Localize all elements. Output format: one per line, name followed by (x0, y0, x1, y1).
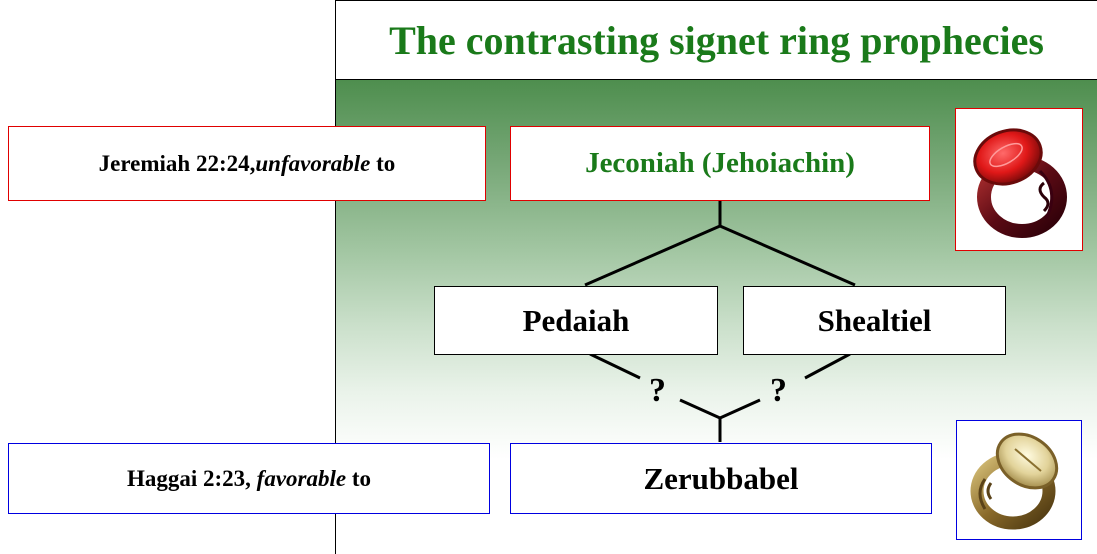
jeconiah-label: Jeconiah (Jehoiachin) (585, 147, 855, 179)
line-to-pedaiah (584, 224, 721, 287)
haggai-ref: Haggai 2:23, (126, 465, 257, 491)
line-to-shealtiel (719, 224, 856, 287)
shealtiel-label: Shealtiel (817, 302, 932, 338)
gold-ring-frame (956, 420, 1082, 540)
jeremiah-prophecy-box: Jeremiah 22:24, unfavorable to (8, 126, 486, 201)
line-from-pedaiah (589, 352, 641, 380)
zerubbabel-box: Zerubbabel (510, 443, 932, 514)
jeconiah-box: Jeconiah (Jehoiachin) (510, 126, 930, 201)
line-from-shealtiel (804, 352, 851, 380)
red-ring-frame (955, 108, 1083, 251)
haggai-prophecy-box: Haggai 2:23, favorable to (8, 443, 490, 514)
pedaiah-box: Pedaiah (434, 286, 718, 355)
zerubbabel-label: Zerubbabel (643, 460, 799, 496)
uncertain-mark-right: ? (770, 372, 787, 409)
vertical-divider (335, 80, 336, 554)
pedaiah-label: Pedaiah (522, 302, 630, 338)
haggai-favorable: favorable (256, 465, 347, 491)
signet-ring-gold-icon (970, 432, 1059, 530)
jeremiah-ref: Jeremiah 22:24, (98, 150, 256, 176)
title-box: The contrasting signet ring prophecies (335, 0, 1097, 80)
signet-ring-red-icon (973, 128, 1067, 238)
shealtiel-box: Shealtiel (743, 286, 1006, 355)
line-left-join (679, 398, 721, 420)
haggai-tail: to (346, 465, 372, 491)
page-title: The contrasting signet ring prophecies (389, 17, 1044, 63)
uncertain-mark-left: ? (649, 372, 666, 409)
jeremiah-tail: to (370, 150, 396, 176)
line-right-join (719, 398, 761, 420)
jeremiah-unfavorable: unfavorable (255, 150, 371, 176)
